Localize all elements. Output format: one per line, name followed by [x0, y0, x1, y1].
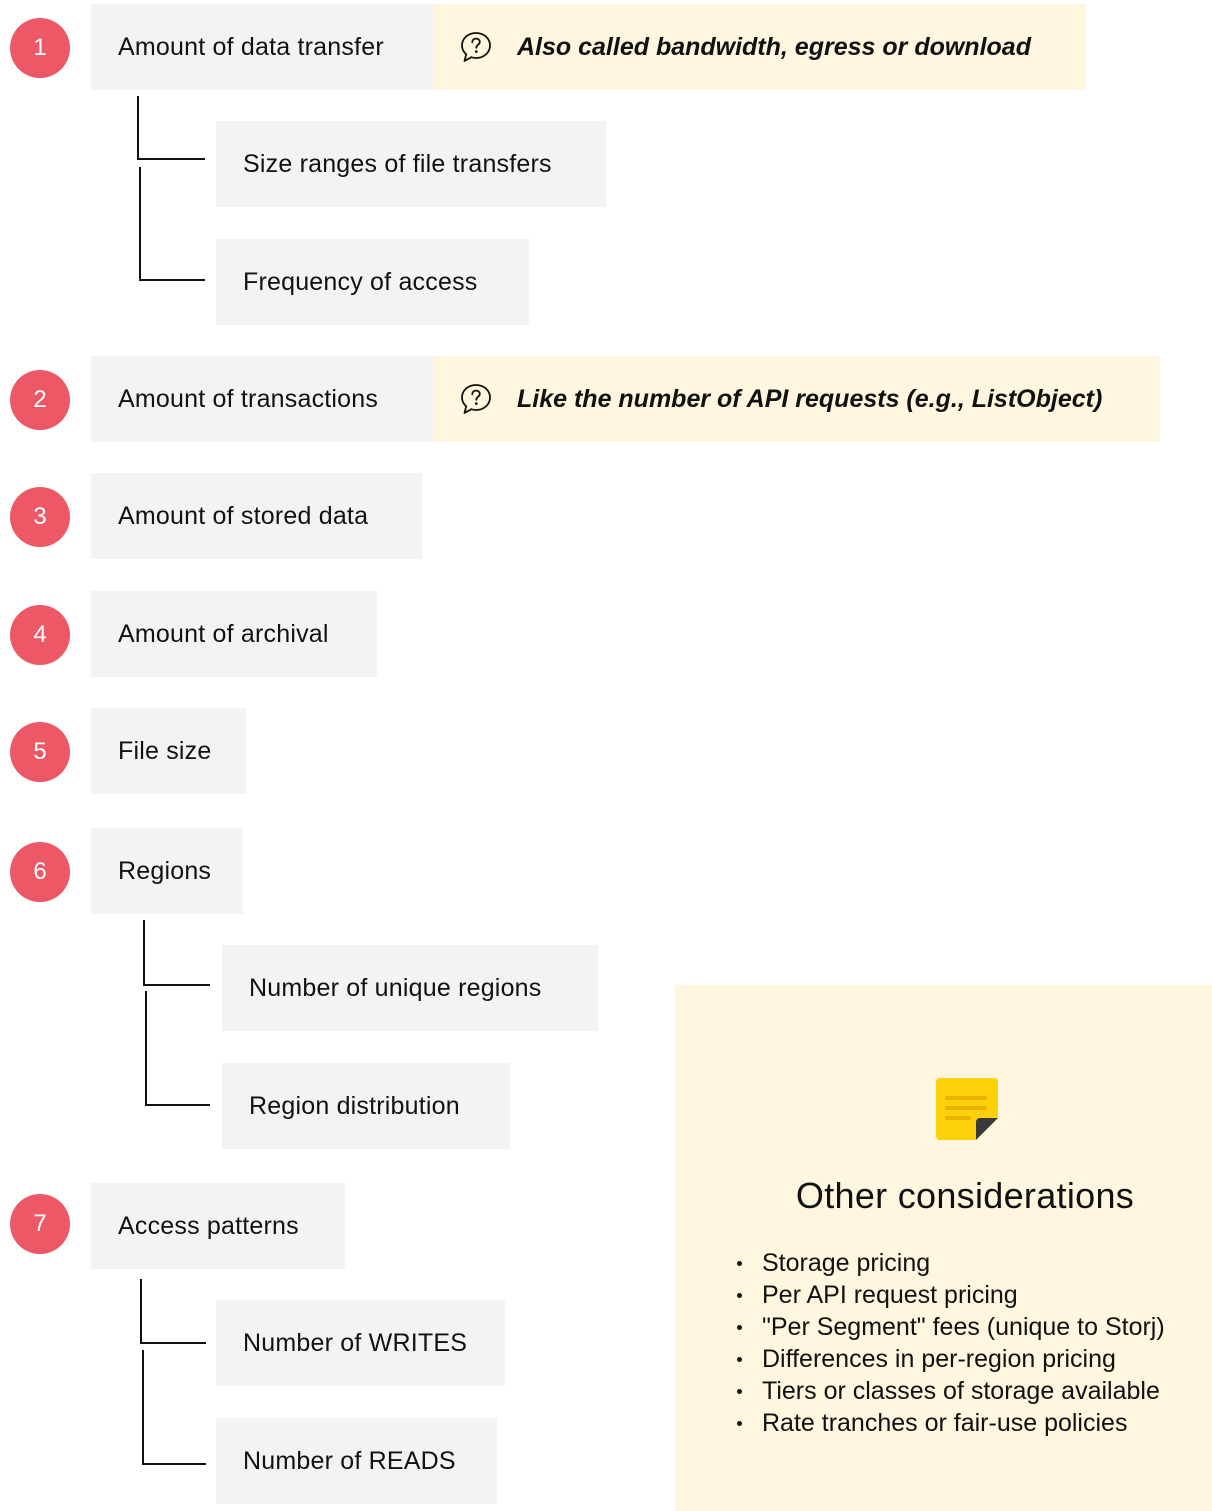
- note-text: Like the number of API requests (e.g., L…: [517, 384, 1103, 413]
- considerations-list: Storage pricing Per API request pricing …: [737, 1247, 1165, 1439]
- sub-factor-label: Number of WRITES: [243, 1328, 468, 1357]
- factor-box: Regions: [91, 828, 243, 914]
- sub-factor-box: Number of WRITES: [216, 1300, 505, 1386]
- list-item: Rate tranches or fair-use policies: [737, 1407, 1165, 1439]
- note-text: Also called bandwidth, egress or downloa…: [517, 32, 1031, 61]
- factor-note: Like the number of API requests (e.g., L…: [433, 356, 1160, 442]
- question-bubble-icon: [461, 384, 491, 414]
- bullet-icon: [737, 1261, 742, 1266]
- factor-box: Amount of data transfer: [91, 4, 433, 90]
- factor-note: Also called bandwidth, egress or downloa…: [433, 4, 1086, 90]
- tree-connector: [139, 167, 205, 281]
- bullet-icon: [737, 1421, 742, 1426]
- step-number-badge: 4: [10, 605, 70, 665]
- list-item: Differences in per-region pricing: [737, 1343, 1165, 1375]
- factor-box: Amount of stored data: [91, 473, 422, 559]
- sub-factor-label: Region distribution: [249, 1091, 460, 1120]
- step-number-badge: 2: [10, 370, 70, 430]
- step-number-badge: 6: [10, 842, 70, 902]
- factor-box: Access patterns: [91, 1183, 345, 1269]
- tree-connector: [140, 1279, 206, 1344]
- factor-label: Amount of stored data: [118, 501, 369, 530]
- sub-factor-label: Size ranges of file transfers: [243, 149, 552, 178]
- other-considerations-panel: Other considerations Storage pricing Per…: [675, 985, 1212, 1511]
- sticky-note-icon: [936, 1078, 998, 1140]
- sub-factor-label: Number of unique regions: [249, 973, 542, 1002]
- bullet-icon: [737, 1389, 742, 1394]
- bullet-icon: [737, 1325, 742, 1330]
- list-item: Per API request pricing: [737, 1279, 1165, 1311]
- tree-connector: [142, 1350, 206, 1465]
- tree-connector: [145, 991, 210, 1106]
- factor-box: Amount of transactions: [91, 356, 433, 442]
- list-item: Storage pricing: [737, 1247, 1165, 1279]
- sub-factor-box: Number of unique regions: [222, 945, 598, 1031]
- factor-label: Regions: [118, 856, 212, 885]
- sub-factor-box: Number of READS: [216, 1418, 497, 1504]
- step-number-badge: 7: [10, 1194, 70, 1254]
- factor-label: Amount of archival: [118, 619, 329, 648]
- factor-label: File size: [118, 736, 212, 765]
- sub-factor-box: Frequency of access: [216, 239, 529, 325]
- step-number-badge: 5: [10, 722, 70, 782]
- sub-factor-box: Size ranges of file transfers: [216, 121, 606, 207]
- step-number-badge: 1: [10, 18, 70, 78]
- bullet-icon: [737, 1357, 742, 1362]
- sub-factor-label: Frequency of access: [243, 267, 478, 296]
- factor-label: Access patterns: [118, 1211, 299, 1240]
- factor-label: Amount of transactions: [118, 384, 379, 413]
- tree-connector: [143, 920, 210, 986]
- list-item: "Per Segment" fees (unique to Storj): [737, 1311, 1165, 1343]
- sub-factor-box: Region distribution: [222, 1063, 510, 1149]
- factor-box: File size: [91, 708, 246, 794]
- tree-connector: [137, 96, 205, 160]
- question-bubble-icon: [461, 32, 491, 62]
- list-item: Tiers or classes of storage available: [737, 1375, 1165, 1407]
- panel-title: Other considerations: [795, 1175, 1135, 1216]
- factor-box: Amount of archival: [91, 591, 377, 677]
- step-number-badge: 3: [10, 487, 70, 547]
- bullet-icon: [737, 1293, 742, 1298]
- sub-factor-label: Number of READS: [243, 1446, 456, 1475]
- factor-label: Amount of data transfer: [118, 32, 384, 61]
